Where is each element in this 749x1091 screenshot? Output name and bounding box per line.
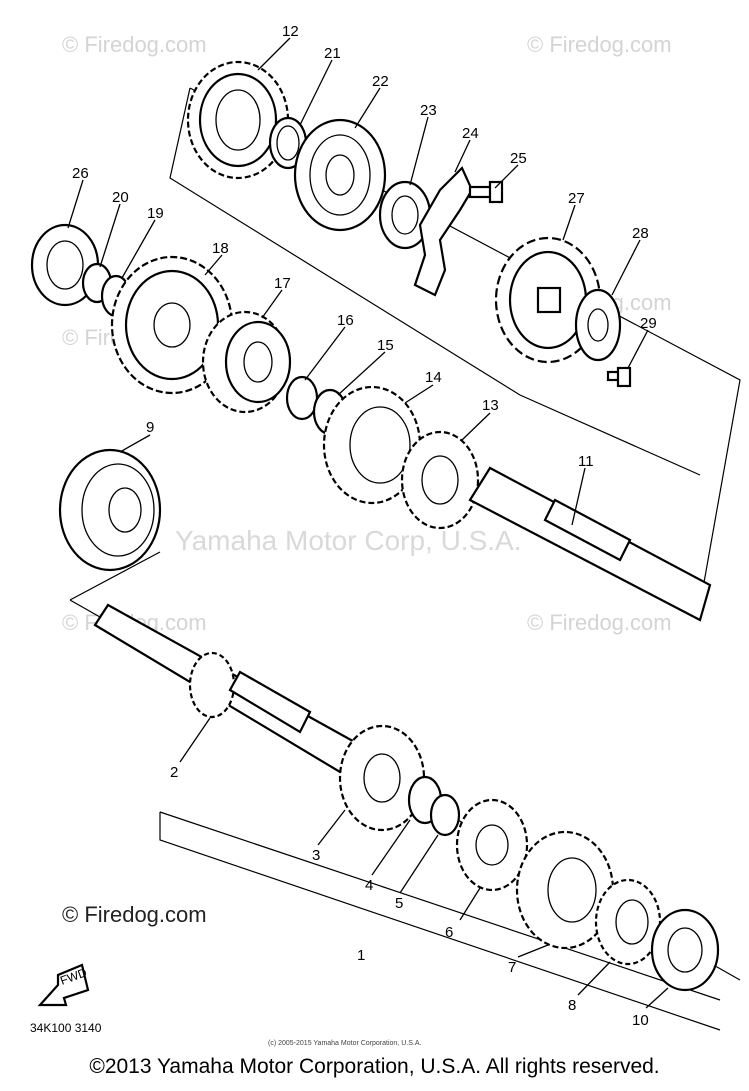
callout-21: 21: [324, 45, 341, 62]
part-24-retainer-plate: [413, 166, 474, 297]
callout-10: 10: [632, 1012, 649, 1029]
part-12-gear: [186, 60, 290, 180]
callout-4: 4: [365, 877, 373, 894]
callout-24: 24: [462, 125, 479, 142]
callout-18: 18: [212, 240, 229, 257]
part-14-gear: [322, 385, 422, 505]
part-16-circlip: [285, 375, 319, 421]
small-copyright: (c) 2005-2015 Yamaha Motor Corporation, …: [268, 1040, 421, 1047]
part-3-gear: [338, 724, 426, 832]
part-17-gear: [201, 310, 292, 414]
callout-9: 9: [146, 419, 154, 436]
callout-11: 11: [578, 453, 594, 470]
part-2-axle-gear: [188, 651, 236, 719]
part-9-bearing: [58, 448, 162, 572]
part-10-bearing: [650, 908, 720, 992]
callout-22: 22: [372, 73, 389, 90]
callout-15: 15: [377, 337, 394, 354]
callout-20: 20: [112, 189, 129, 206]
upper-group-frame: [169, 87, 521, 396]
part-28-lock-washer: [574, 288, 622, 362]
upper-group-frame: [519, 394, 701, 476]
lower-group-frame: [159, 812, 721, 1031]
callout-17: 17: [274, 275, 291, 292]
callout-1: 1: [357, 947, 365, 964]
callout-12: 12: [282, 23, 299, 40]
part-11-axle-spline: [543, 498, 632, 562]
part-23-oil-seal: [378, 180, 432, 250]
callout-29: 29: [640, 315, 657, 332]
part-8-gear: [594, 878, 662, 966]
lower-group-frame: [159, 811, 721, 1001]
callout-16: 16: [337, 312, 354, 329]
forward-arrow-icon: FWD: [37, 963, 90, 1007]
part-25-bolt: [468, 180, 504, 204]
callout-5: 5: [395, 895, 403, 912]
footer-copyright: ©2013 Yamaha Motor Corporation, U.S.A. A…: [89, 1055, 660, 1078]
leader-lines: [67, 37, 669, 1009]
callout-25: 25: [510, 150, 527, 167]
part-27-drive-sprocket: [494, 236, 602, 364]
callout-28: 28: [632, 225, 649, 242]
callout-3: 3: [312, 847, 320, 864]
callout-7: 7: [508, 959, 516, 976]
firedog-watermark: © Firedog.com: [527, 32, 672, 57]
firedog-watermark: © Firedog.com: [62, 32, 207, 57]
callout-6: 6: [445, 924, 453, 941]
firedog-watermark: © Firedog.com: [527, 610, 672, 635]
callout-8: 8: [568, 997, 576, 1014]
part-22-bearing: [293, 118, 387, 232]
part-2-axle-spline: [228, 670, 312, 734]
part-5-circlip: [429, 793, 461, 837]
main-axle-frame: [69, 551, 161, 601]
part-29-bolt: [606, 366, 632, 388]
part-6-gear: [455, 798, 529, 892]
callout-23: 23: [420, 102, 437, 119]
callout-14: 14: [425, 369, 442, 386]
callout-27: 27: [568, 190, 585, 207]
part-13-gear: [400, 430, 480, 530]
drawing-code: 34K100 3140: [30, 1021, 102, 1035]
yamaha-watermark: Yamaha Motor Corp, U.S.A.: [175, 525, 522, 556]
callout-13: 13: [482, 397, 499, 414]
callout-26: 26: [72, 165, 89, 182]
callout-19: 19: [147, 205, 164, 222]
callout-2: 2: [170, 764, 178, 781]
firedog-watermark: © Firedog.com: [62, 902, 207, 927]
